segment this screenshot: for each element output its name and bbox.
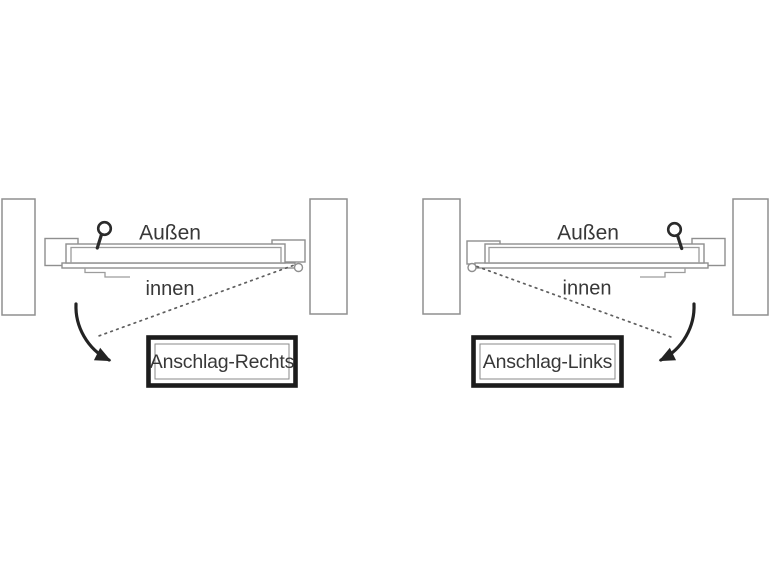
caption-box-inner-line [154, 343, 290, 380]
caption-label: Anschlag-Rechts [150, 351, 295, 373]
inside-label: innen [563, 278, 612, 300]
door-handle-ring [666, 221, 683, 238]
door-handle-stem [675, 233, 684, 251]
door-assembly [466, 221, 726, 278]
wall-hatch-right [309, 198, 348, 315]
swing-direction-arrow-icon [658, 302, 696, 362]
caption-box-anschlag-rechts: Anschlag-Rechts [146, 335, 298, 388]
door-handle-stem [95, 232, 104, 250]
caption-box-border [471, 335, 624, 388]
swing-direction-arrow-icon [74, 302, 112, 362]
door-handle-ring [96, 220, 113, 237]
wall-hatch-left [422, 198, 461, 315]
outside-label: Außen [557, 222, 619, 245]
wall-hatch-right [732, 198, 769, 316]
door-leaf-inner-line [70, 246, 282, 264]
wall-hatch-left [1, 198, 36, 316]
outside-label: Außen [139, 222, 201, 245]
door-closer-bracket [84, 268, 130, 278]
diagram-anschlag-rechts: Außen innen Anschlag-Rechts [1, 198, 348, 388]
swing-path-dotted-line [95, 264, 294, 338]
hinge-pivot-icon [293, 262, 304, 273]
door-handle-icon [666, 221, 684, 251]
hinge-pivot-icon [467, 262, 477, 273]
door-assembly [44, 220, 306, 278]
diagram-anschlag-links: Außen innen Anschlag-Links [422, 198, 769, 388]
door-handle-icon [95, 220, 113, 250]
door-closer-bracket [640, 268, 686, 278]
door-sill-plate [61, 262, 296, 269]
caption-box-anschlag-links: Anschlag-Links [471, 335, 624, 388]
door-sill-plate [474, 262, 709, 269]
caption-label: Anschlag-Links [483, 351, 613, 373]
caption-box-inner-line [479, 343, 616, 380]
inside-label: innen [146, 278, 195, 300]
caption-box-border [146, 335, 298, 388]
door-leaf-inner-line [488, 246, 700, 264]
